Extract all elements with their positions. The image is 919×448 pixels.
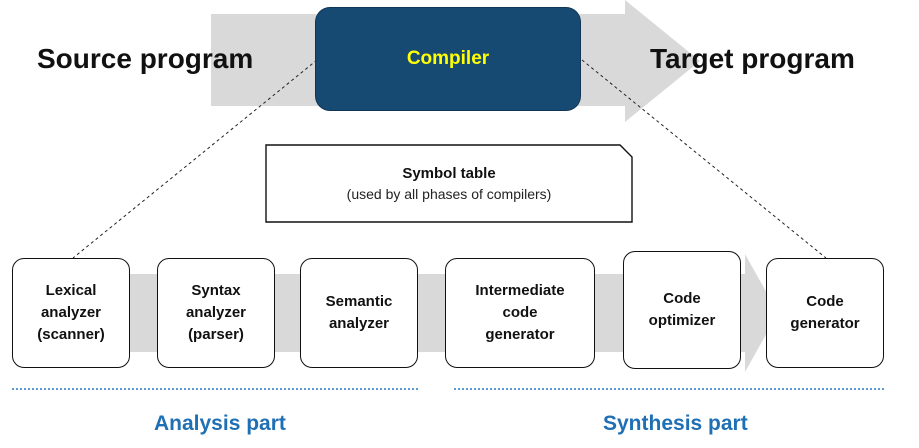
phase-intermediate-code-generator: Intermediate code generator (445, 258, 595, 368)
synthesis-part-label: Synthesis part (603, 412, 748, 435)
phase-semantic-analyzer: Semantic analyzer (300, 258, 418, 368)
symbol-table: Symbol table (used by all phases of comp… (266, 145, 632, 222)
analysis-part-label: Analysis part (154, 412, 286, 435)
phase-syntax-analyzer: Syntax analyzer (parser) (157, 258, 275, 368)
left-dashed-connector (72, 59, 318, 259)
symbol-table-subtitle: (used by all phases of compilers) (346, 185, 552, 202)
symbol-table-shape (265, 144, 633, 223)
phase-lexical-analyzer: Lexical analyzer (scanner) (12, 258, 130, 368)
phase-code-optimizer: Code optimizer (623, 251, 741, 369)
source-program-label: Source program (37, 43, 254, 74)
target-program-label: Target program (650, 43, 855, 74)
phase-code-generator: Code generator (766, 258, 884, 368)
symbol-table-title: Symbol table (402, 164, 496, 182)
right-dashed-connector (581, 59, 827, 259)
compiler-label: Compiler (406, 48, 490, 69)
compiler-box: Compiler (316, 8, 580, 110)
